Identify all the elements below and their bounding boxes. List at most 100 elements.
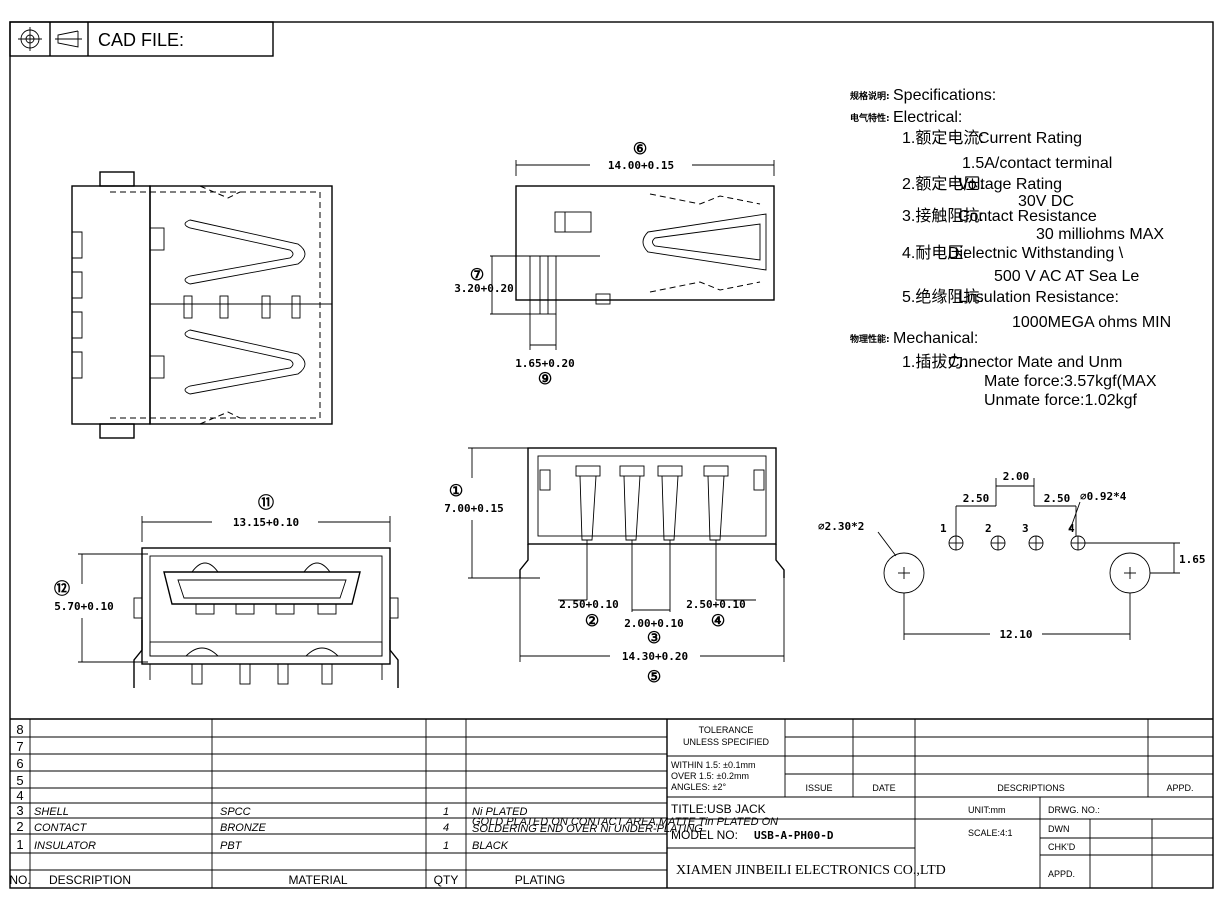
bom-header-plating: PLATING: [515, 873, 565, 887]
bom-cell: 1: [16, 837, 23, 852]
drawing-unit: UNIT:mm: [968, 805, 1006, 815]
spec-item1-value: 1.5A/contact terminal: [962, 155, 1112, 172]
dim-2-00: 2.00+0.10: [624, 617, 684, 630]
tolerance-over: OVER 1.5: ±0.2mm: [671, 771, 749, 781]
mechanical-cn-label: 物理性能:: [850, 333, 890, 345]
drawing-title: TITLE:USB JACK: [671, 802, 766, 816]
dim-14-00: 14.00+0.15: [608, 159, 674, 172]
bom-cell: 7: [16, 739, 23, 754]
spec-title: Specifications:: [893, 87, 996, 104]
bom-cell: 6: [16, 756, 23, 771]
dim-2-50-right: 2.50+0.10: [686, 598, 746, 611]
checked-by-label: CHK'D: [1048, 842, 1076, 852]
approved-by-label: APPD.: [1048, 869, 1075, 879]
dim-tag-11: ⑪: [258, 493, 274, 512]
spec-cn-label: 规格说明:: [850, 90, 890, 102]
spec-item4-cn: 4.耐电压:: [902, 244, 968, 262]
dim-7-00: 7.00+0.15: [444, 502, 504, 515]
top-view-drawing: [71, 171, 333, 439]
pcb-pitch-2-50-right: 2.50: [1044, 492, 1071, 505]
model-number-label: MODEL NO:: [671, 828, 738, 842]
cad-file-label: CAD FILE:: [98, 30, 184, 50]
pcb-hole-big-label: ⌀2.30*2: [818, 520, 864, 533]
bom-cell: 1: [443, 806, 449, 818]
dim-13-15: 13.15+0.10: [233, 516, 299, 529]
pcb-mount-holes: [883, 552, 1151, 594]
pcb-pitch-2-50-left: 2.50: [963, 492, 990, 505]
revision-issue-header: ISSUE: [805, 783, 832, 793]
bom-cell: Ni PLATED: [472, 806, 527, 818]
pcb-hole-small-label: ⌀0.92*4: [1080, 490, 1127, 503]
sheet-border: [9, 21, 1214, 889]
dim-tag-4: ④: [711, 613, 725, 630]
mech-item1: Cnnector Mate and Unm: [948, 354, 1122, 371]
bom-cell: PBT: [220, 840, 243, 852]
model-number-value: USB-A-PH00-D: [754, 829, 834, 842]
spec-item4: Dielectnic Withstanding \: [948, 245, 1124, 262]
spec-item3: Contact Resistance: [958, 208, 1097, 225]
tolerance-within: WITHIN 1.5: ±0.1mm: [671, 760, 755, 770]
spec-item5: Lnsulation Resistance:: [958, 289, 1119, 306]
bom-cell: SOLDERING END OVER Ni UNDER-PLATING: [472, 823, 703, 835]
dim-tag-9: ⑨: [538, 371, 552, 388]
dim-tag-7: ⑦: [470, 267, 484, 284]
bom-header-material: MATERIAL: [288, 873, 347, 887]
pcb-layout-drawing: 2.00 2.50 2.50 ⌀0.92*4 1 2 3 4 ⌀2.30*2 1…: [818, 470, 1206, 641]
dim-3-20: 3.20+0.20: [454, 282, 514, 295]
dim-5-70: 5.70+0.10: [54, 600, 114, 613]
bom-cell: BLACK: [472, 840, 509, 852]
bom-cell: INSULATOR: [34, 840, 96, 852]
bom-cell: 5: [16, 773, 23, 788]
company-name: XIAMEN JINBEILI ELECTRONICS CO.,LTD: [676, 863, 946, 878]
spec-item2-value: 30V DC: [1018, 193, 1074, 210]
pin-label-4: 4: [1068, 522, 1075, 535]
bom-cell: 4: [443, 822, 449, 834]
spec-item2: Voltage Rating: [958, 176, 1062, 193]
header-box: CAD FILE:: [9, 21, 274, 57]
revision-descriptions-header: DESCRIPTIONS: [997, 783, 1065, 793]
pin-label-2: 2: [985, 522, 992, 535]
revision-date-header: DATE: [872, 783, 895, 793]
spec-item1-cn: 1.额定电流:: [902, 129, 984, 147]
revision-appd-header: APPD.: [1166, 783, 1193, 793]
spec-item3-cn: 3.接触阻抗:: [902, 207, 984, 225]
bom-header-qty: QTY: [434, 873, 459, 887]
bom-cell: CONTACT: [34, 822, 88, 834]
bom-cell: SHELL: [34, 806, 69, 818]
spec-item1: Current Rating: [978, 130, 1082, 147]
dim-tag-1: ①: [449, 483, 463, 500]
dim-tag-6: ⑥: [633, 141, 647, 158]
pcb-span-12-10: 12.10: [999, 628, 1032, 641]
electrical-cn-label: 电气特性:: [850, 112, 890, 124]
tolerance-label-1: TOLERANCE: [699, 725, 754, 735]
pin-label-1: 1: [940, 522, 947, 535]
mech-item1-value1: Mate force:3.57kgf(MAX: [984, 373, 1157, 390]
bom-header-no: NO.: [9, 873, 30, 887]
front-view-drawing: ① 7.00+0.15 2.50+0.10 ② 2.00+0.10 ③ 2.50…: [444, 447, 785, 686]
dim-2-50-left: 2.50+0.10: [559, 598, 619, 611]
dim-1-65: 1.65+0.20: [515, 357, 575, 370]
bom-cell: 8: [16, 722, 23, 737]
spec-item2-cn: 2.额定电压:: [902, 175, 984, 193]
dim-tag-12: ⑫: [54, 579, 70, 598]
bom-cell: 2: [16, 819, 23, 834]
mech-item1-value2: Unmate force:1.02kgf: [984, 392, 1138, 409]
spec-item3-value: 30 milliohms MAX: [1036, 226, 1164, 243]
side-view-drawing: ⑥ 14.00+0.15 ⑦ 3.20+0.20 1.65+0.20 ⑨: [454, 141, 775, 388]
projection-symbol-icon: [18, 27, 42, 51]
bom-cell: 4: [16, 788, 23, 803]
pin-label-3: 3: [1022, 522, 1029, 535]
spec-item4-value: 500 V AC AT Sea Le: [994, 268, 1139, 285]
projection-cone-icon: [55, 30, 82, 48]
pcb-offset-1-65: 1.65: [1179, 553, 1206, 566]
drawing-scale: SCALE:4:1: [968, 828, 1013, 838]
spec-item5-value: 1000MEGA ohms MIN: [1012, 314, 1171, 331]
bom-cell: BRONZE: [220, 822, 267, 834]
spec-item5-cn: 5.绝缘阻抗:: [902, 288, 984, 306]
drawing-number-label: DRWG. NO.:: [1048, 805, 1100, 815]
bom-cell: 1: [443, 840, 449, 852]
usb-opening-view-drawing: ⑪ 13.15+0.10 ⑫ 5.70+0.10: [54, 493, 399, 688]
pcb-pitch-2-00: 2.00: [1003, 470, 1030, 483]
